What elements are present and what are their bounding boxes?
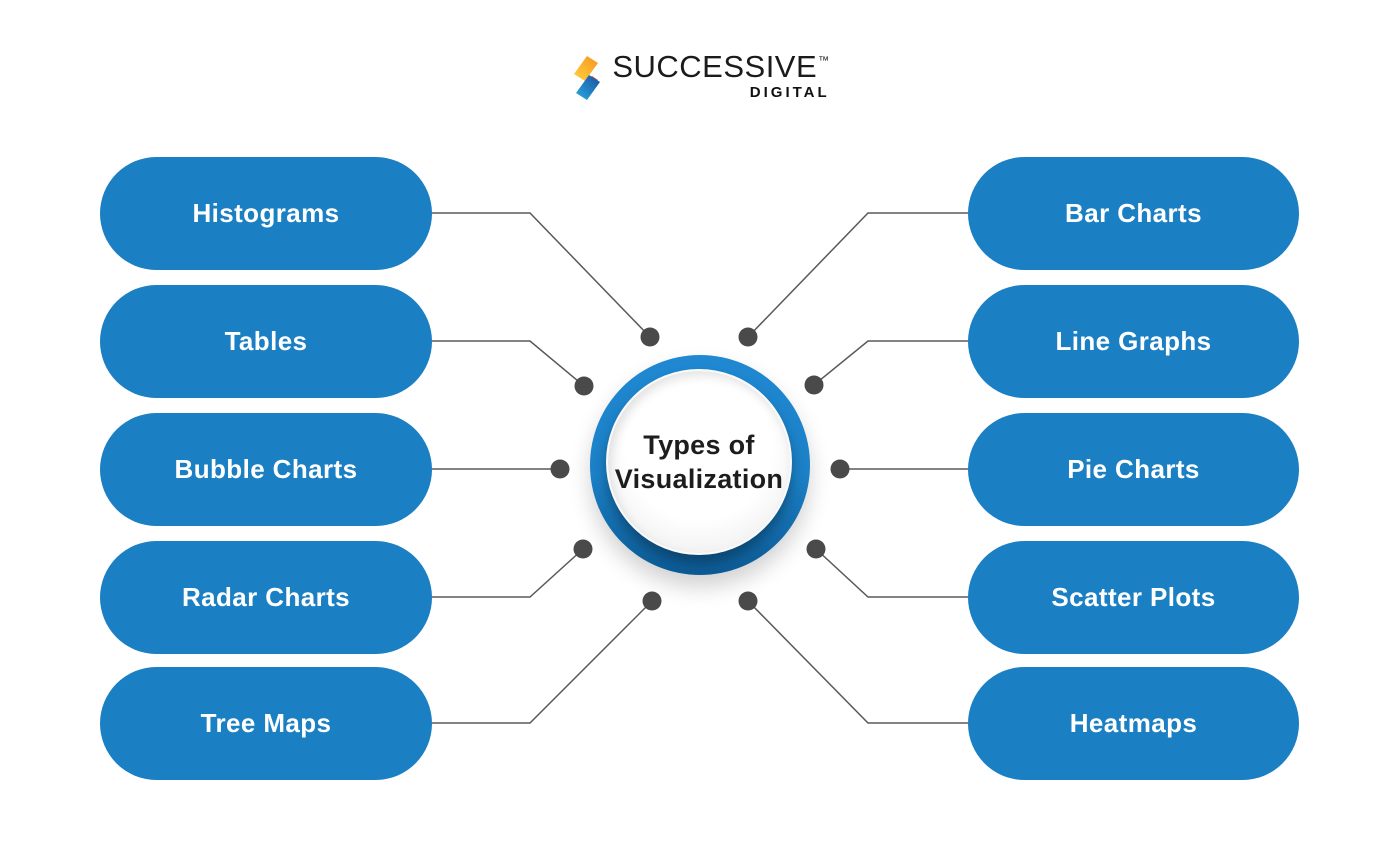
- pill-label: Pie Charts: [1067, 454, 1200, 484]
- node-dot: [738, 591, 758, 611]
- pill-label: Bubble Charts: [174, 454, 358, 484]
- pill-label: Histograms: [192, 198, 340, 228]
- connector-left-tree-maps: [432, 600, 653, 724]
- logo-text: SUCCESSIVE™ DIGITAL: [612, 49, 830, 101]
- center-circle-ring: Types of Visualization: [590, 355, 810, 575]
- node-dot: [550, 459, 570, 479]
- node-dot: [574, 376, 594, 396]
- successive-logo-icon: [574, 56, 601, 100]
- pill-radar-charts: Radar Charts: [100, 541, 432, 654]
- pill-bar-charts: Bar Charts: [968, 157, 1299, 270]
- logo-brand: SUCCESSIVE™: [612, 49, 830, 84]
- connector-left-histograms: [432, 212, 651, 338]
- logo: SUCCESSIVE™ DIGITAL: [0, 49, 1400, 102]
- center-title-line2: Visualization: [614, 464, 784, 494]
- center-title-line1: Types of: [643, 430, 755, 460]
- connector-right-line-graphs: [813, 340, 968, 386]
- connector-left-tables: [432, 340, 585, 387]
- node-dot: [804, 375, 824, 395]
- pill-label: Tree Maps: [200, 708, 332, 738]
- node-dot: [806, 539, 826, 559]
- connector-right-scatter-plots: [815, 548, 968, 598]
- connector-right-heatmaps: [747, 600, 968, 724]
- connector-right-bar-charts: [747, 212, 968, 338]
- pill-pie-charts: Pie Charts: [968, 413, 1299, 526]
- pill-label: Tables: [224, 326, 308, 356]
- pill-scatter-plots: Scatter Plots: [968, 541, 1299, 654]
- pill-bubble-charts: Bubble Charts: [100, 413, 432, 526]
- trademark-symbol: ™: [818, 55, 830, 67]
- node-dot: [830, 459, 850, 479]
- node-dot: [640, 327, 660, 347]
- node-dot: [642, 591, 662, 611]
- node-dot: [738, 327, 758, 347]
- center-title: Types of Visualization: [615, 428, 783, 496]
- pill-label: Heatmaps: [1069, 708, 1198, 738]
- center-circle: Types of Visualization: [606, 369, 792, 555]
- logo-sub-brand: DIGITAL: [749, 84, 830, 101]
- pill-label: Scatter Plots: [1051, 582, 1216, 612]
- pill-tables: Tables: [100, 285, 432, 398]
- pill-line-graphs: Line Graphs: [968, 285, 1299, 398]
- pill-label: Bar Charts: [1065, 198, 1202, 228]
- pill-label: Line Graphs: [1055, 326, 1212, 356]
- node-dot: [573, 539, 593, 559]
- pill-histograms: Histograms: [100, 157, 432, 270]
- connector-left-radar-charts: [432, 548, 584, 598]
- pill-label: Radar Charts: [181, 582, 351, 612]
- pill-heatmaps: Heatmaps: [968, 667, 1299, 780]
- pill-tree-maps: Tree Maps: [100, 667, 432, 780]
